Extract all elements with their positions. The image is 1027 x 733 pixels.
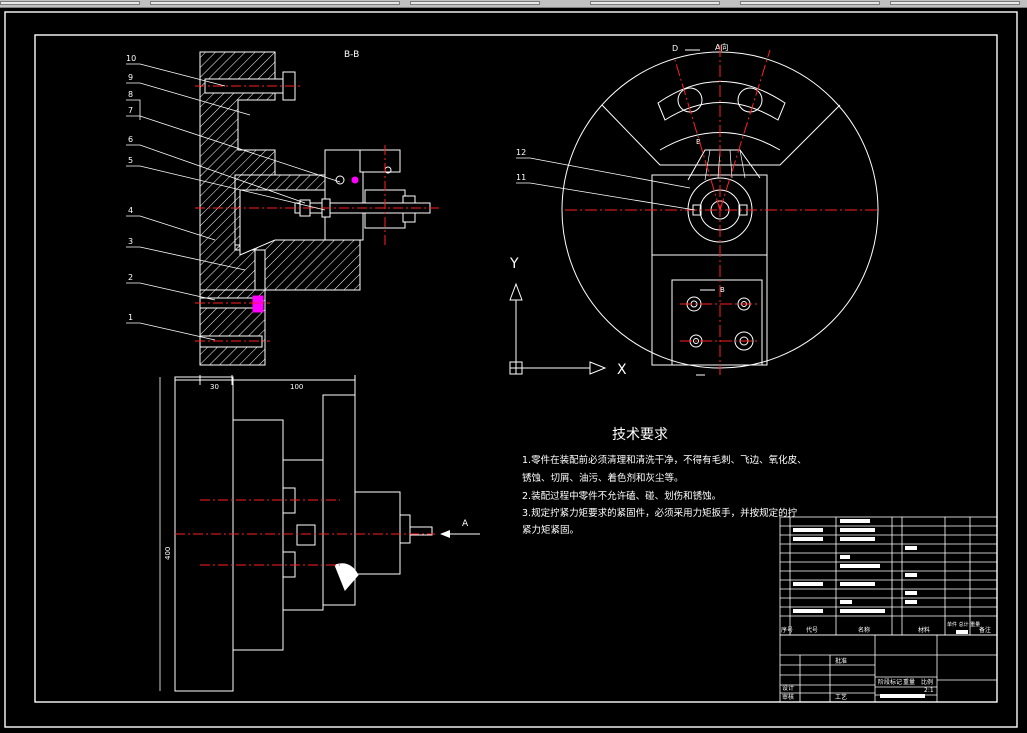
front-block — [282, 459, 324, 611]
callout-6: 6 — [128, 135, 133, 144]
ratio-value: 2:1 — [924, 687, 934, 694]
plan-centerlines — [565, 45, 880, 375]
ratio-label: 比例 — [921, 678, 933, 686]
callout-8: 8 — [128, 90, 133, 99]
toolbar-segment[interactable] — [410, 1, 540, 5]
stage-label: 阶段标记 — [878, 678, 902, 686]
callout-4: 4 — [128, 206, 133, 215]
callout-2: 2 — [128, 273, 133, 282]
title-block-lower — [779, 634, 998, 703]
callout-3: 3 — [128, 237, 133, 246]
toolbar-segment[interactable] — [0, 1, 140, 5]
callout-10: 10 — [126, 54, 136, 63]
callout-5: 5 — [128, 156, 133, 165]
process-label: 工艺 — [835, 693, 847, 701]
callout-leaders — [126, 63, 341, 341]
tech-line-1: 1.零件在装配前必须清理和清洗干净，不得有毛刺、飞边、氧化皮、 — [522, 455, 807, 466]
front-collet-nut — [399, 514, 411, 544]
pin — [335, 175, 345, 185]
callout-1: 1 — [128, 313, 133, 322]
header-seq: 序号 — [781, 626, 793, 634]
front-view: 30 100 400 A — [159, 375, 480, 692]
screw-head-marker — [252, 295, 264, 313]
toolbar-segment[interactable] — [740, 1, 880, 5]
dim-100: 100 — [290, 383, 303, 391]
callout-11: 11 — [516, 173, 526, 182]
toolbar-segment[interactable] — [590, 1, 720, 5]
front-locating-pin — [334, 563, 359, 591]
tech-line-5: 紧力矩紧固。 — [522, 525, 580, 536]
bom-cell-text — [793, 519, 968, 698]
callout-12: 12 — [516, 148, 526, 157]
axis-y-label: Y — [509, 256, 519, 272]
dim-vertical: 400 — [164, 547, 172, 560]
header-remark: 备注 — [979, 626, 991, 634]
design-label: 设计 — [782, 684, 794, 692]
label-b-2: B — [720, 286, 725, 294]
header-weight: 单件 总计 重量 — [947, 621, 980, 628]
plan-callout-leaders — [516, 157, 696, 211]
title-block: 序号 代号 名称 材料 单件 总计 重量 备注 阶段标记 重量 比例 2:1 设… — [779, 516, 998, 703]
collet-fan — [687, 149, 761, 181]
section-view-bb: B-B — [199, 50, 431, 366]
bom-rows — [780, 525, 997, 617]
section-callout-labels: 10 9 8 7 6 5 4 3 2 1 — [126, 54, 136, 322]
section-label: B-B — [344, 50, 359, 60]
plan-callout-labels: 12 11 — [516, 148, 526, 182]
label-a-top: A向 — [715, 42, 728, 52]
front-drawbar-end — [409, 526, 433, 536]
fixture-plate — [651, 174, 768, 256]
header-material: 材料 — [918, 626, 930, 634]
tech-requirements-title: 技术要求 — [612, 427, 668, 443]
header-code: 代号 — [806, 626, 818, 634]
label-b-1: B — [696, 138, 701, 146]
front-body — [232, 419, 284, 651]
header-name: 名称 — [858, 626, 870, 634]
pin-marker — [351, 176, 359, 184]
callout-9: 9 — [128, 73, 133, 82]
dim-30: 30 — [210, 383, 219, 391]
weight-label: 重量 — [903, 678, 915, 686]
cad-drawing-canvas[interactable]: B-B — [0, 7, 1027, 733]
toolbar-segment[interactable] — [890, 1, 1020, 5]
ucs-icon: Y X — [509, 256, 627, 378]
callout-7: 7 — [128, 106, 133, 115]
label-d: D — [672, 44, 678, 53]
kidney-slot — [657, 81, 786, 121]
tech-line-2: 锈蚀、切屑、油污、着色剂和灰尘等。 — [522, 473, 684, 484]
clamp-top — [359, 149, 401, 173]
drawing-frame — [34, 34, 998, 703]
window-toolbar-strip — [0, 0, 1027, 8]
tech-line-3: 2.装配过程中零件不允许磕、碰、划伤和锈蚀。 — [522, 491, 722, 502]
view-label-a: A — [462, 519, 469, 529]
v-notch — [601, 104, 841, 166]
front-collet-housing — [354, 491, 401, 575]
check-label: 审核 — [782, 693, 794, 701]
axis-x-label: X — [617, 362, 627, 378]
front-centerlines — [175, 499, 435, 566]
approve-label: 批准 — [835, 657, 847, 665]
outer-border — [4, 11, 1018, 728]
clamp-housing — [324, 149, 364, 241]
toolbar-segment[interactable] — [150, 1, 400, 5]
tech-line-4: 3.规定拧紧力矩要求的紧固件，必须采用力矩扳手，并按规定的拧 — [522, 508, 798, 519]
